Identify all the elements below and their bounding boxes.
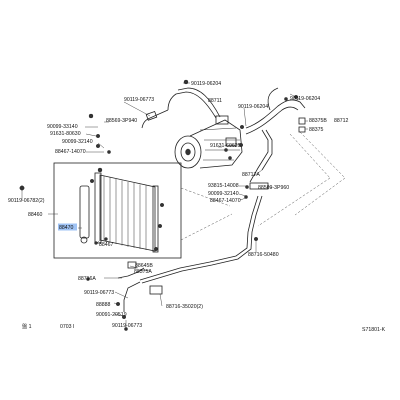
tube-88716a[interactable]: [123, 281, 141, 312]
label-90119-06773-c[interactable]: 90119-06773: [112, 323, 142, 329]
label-90099-32140[interactable]: 90099-32140: [62, 139, 93, 145]
bolt-80630: [95, 133, 100, 138]
label-88467-14070-b[interactable]: 88467-14070: [210, 198, 241, 204]
compressor-bolt-a: [224, 148, 228, 152]
label-90119-06773-a[interactable]: 90119-06773: [124, 97, 154, 103]
label-88716-50480[interactable]: 88716-50480: [248, 252, 279, 258]
bolt-06773-b: [86, 277, 90, 281]
label-88470[interactable]: 88470: [59, 225, 74, 231]
footer-left: 盤 1: [22, 322, 32, 330]
suction-pipe-88712-b: [245, 106, 299, 135]
highlight-88470: [58, 223, 77, 231]
label-90091-20519[interactable]: 90091-20519: [96, 312, 127, 318]
condenser-bolt-88467: [94, 241, 98, 245]
label-91631-80630[interactable]: 91631-80630: [50, 131, 81, 137]
label-88375a[interactable]: 88375A: [134, 269, 152, 275]
condenser-bolt-right: [159, 202, 164, 207]
fitting-88645: [127, 261, 137, 269]
label-88467-14070-a[interactable]: 88467-14070: [55, 149, 86, 155]
tube-88645: [117, 267, 145, 279]
condenser-core: [99, 174, 156, 252]
label-90119-06773-b[interactable]: 90119-06773: [84, 290, 114, 296]
label-90119-06204-a[interactable]: 90119-06204: [191, 81, 221, 87]
compressor-pulley: [174, 135, 202, 169]
compressor-body: [189, 119, 243, 169]
label-88460[interactable]: 88460: [28, 212, 43, 218]
condenser-bolt-bottom: [153, 246, 158, 251]
fitting-88375: [298, 126, 306, 133]
condenser-inlet-pipe: [141, 109, 169, 129]
fitting-88375b: [298, 117, 306, 125]
condenser-bolt-right-low: [157, 223, 162, 228]
receiver-cap: [80, 236, 88, 244]
label-88717a[interactable]: 88717A: [242, 172, 260, 178]
label-88716a[interactable]: 88716A: [78, 276, 96, 282]
label-91631-60625[interactable]: 91631-60625: [210, 143, 241, 149]
reference-lines: [180, 131, 346, 241]
label-90119-06204-c[interactable]: 90119-06204: [290, 96, 320, 102]
label-90119-06204-b[interactable]: 90119-06204: [238, 104, 268, 110]
hoses: [19, 79, 306, 331]
bolt-14070-a: [107, 150, 111, 154]
condenser-bolt-low: [104, 237, 108, 241]
footer-right: S71801-K: [362, 327, 386, 333]
condenser-bolt-left: [89, 178, 94, 183]
bolt-06773-a: [88, 113, 94, 119]
condenser-frame: [53, 162, 182, 259]
leader-lines: [21, 82, 308, 328]
label-90119-06782[interactable]: 90119-06782(2): [8, 198, 45, 204]
compressor-pulley-hub: [180, 142, 196, 162]
bolt-20519: [121, 315, 126, 320]
bolt-93815: [245, 185, 249, 189]
pipe-fitting-3p940: [145, 110, 158, 121]
label-88645b[interactable]: 88645B: [135, 263, 153, 269]
suction-pipe-88712[interactable]: [245, 99, 306, 129]
label-88569-3p960[interactable]: 88569-3P960: [258, 185, 289, 191]
bolt-06782: [19, 185, 25, 191]
compressor-pulley-center: [185, 148, 191, 156]
label-88569-3p940[interactable]: 88569-3P940: [106, 118, 137, 124]
footer-mid: 0703 I: [60, 324, 74, 330]
condenser-fins: [103, 176, 147, 250]
compressor-port-top: [215, 115, 229, 125]
liquid-tube-88717a[interactable]: [249, 129, 269, 183]
hose-clip-top: [183, 79, 189, 85]
discharge-hose-88711-outer: [177, 87, 221, 118]
label-93815-14008[interactable]: 93815-14008: [208, 183, 239, 189]
label-90099-32140-b[interactable]: 90099-32140: [208, 191, 239, 197]
clamp-88716-35020: [149, 285, 163, 295]
label-88712[interactable]: 88712: [334, 118, 349, 124]
compressor-bolt-b: [228, 156, 232, 160]
discharge-hose-88711[interactable]: [167, 91, 217, 119]
liquid-pipe-long-b: [141, 195, 263, 284]
label-88716-35020[interactable]: 88716-35020(2): [166, 304, 203, 310]
compressor-body-lines: [199, 127, 240, 161]
condenser-assembly[interactable]: [53, 162, 182, 259]
bolt-32140: [95, 143, 100, 148]
part-labels: 90119-06204 88711 90119-06773 88569-3P94…: [8, 81, 386, 333]
bolt-06204-b: [284, 97, 288, 101]
label-88375b[interactable]: 88375B: [309, 118, 327, 124]
label-88375[interactable]: 88375: [309, 127, 324, 133]
condenser-side-tank: [94, 172, 102, 244]
condenser-right-tank: [152, 185, 159, 253]
label-88888[interactable]: 88888: [96, 302, 111, 308]
condenser-top-bolt: [97, 167, 103, 173]
suction-loop: [267, 87, 279, 111]
liquid-tube-88717a-b: [261, 129, 273, 171]
compressor-assembly[interactable]: [174, 115, 243, 169]
label-90099-33140[interactable]: 90099-33140: [47, 124, 78, 130]
label-88467[interactable]: 88467: [99, 242, 114, 248]
pipe-bolt-left: [239, 124, 244, 129]
label-88711[interactable]: 88711: [208, 98, 222, 104]
bolt-88467-b: [244, 195, 248, 199]
receiver-tank[interactable]: [79, 185, 90, 239]
liquid-pipe-long[interactable]: [139, 195, 259, 281]
clamp-50480: [253, 236, 258, 241]
compressor-port-side: [225, 137, 237, 147]
